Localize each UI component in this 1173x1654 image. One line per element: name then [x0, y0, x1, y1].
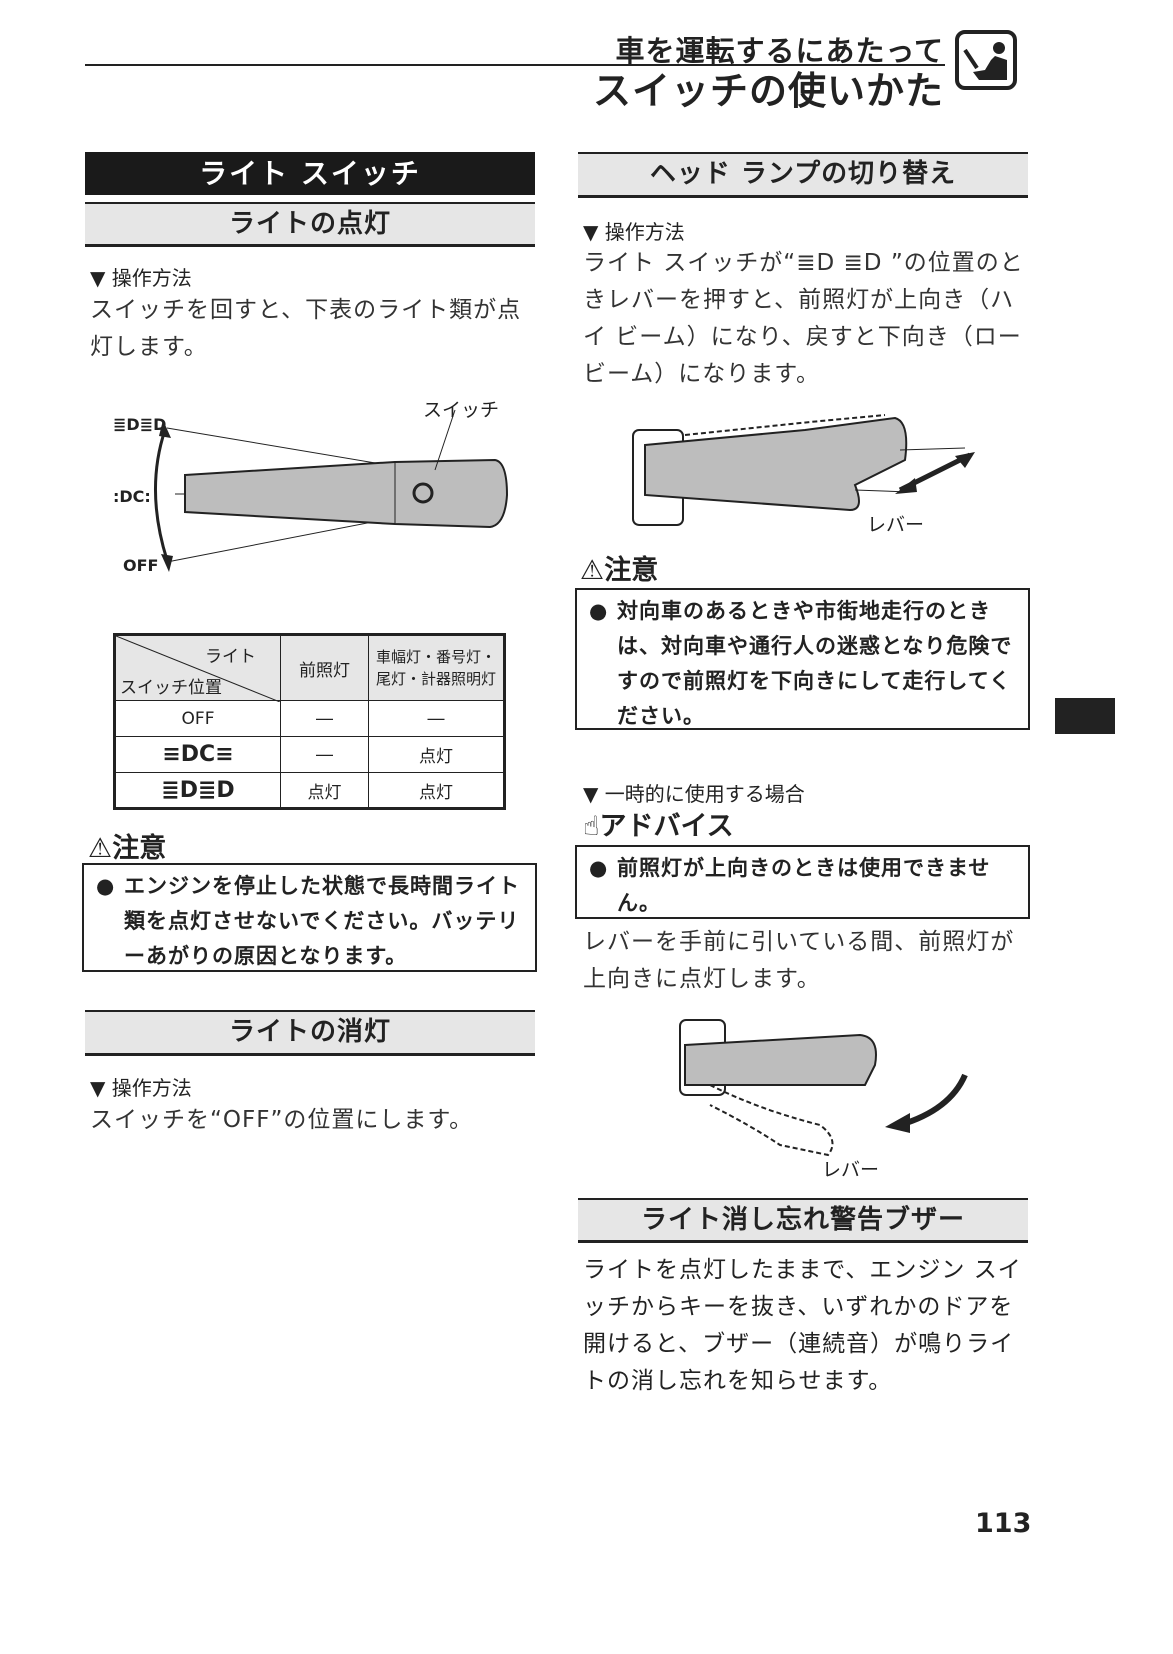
- advice-label: アドバイス: [599, 811, 734, 842]
- header-diagonal-cell: ライト スイッチ位置: [114, 634, 281, 702]
- subsection-buzzer: ライト消し忘れ警告ブザー: [578, 1198, 1028, 1243]
- light-table: ライト スイッチ位置 前照灯 車幅灯・番号灯・尾灯・計器照明灯 OFF ― ― …: [113, 633, 506, 810]
- pointing-hand-icon: ☝: [583, 811, 600, 842]
- caution-box: ● 対向車のあるときや市街地走行のときは、対向車や通行人の迷惑となり危険ですので前…: [575, 588, 1030, 730]
- bullet-icon: ●: [96, 874, 116, 898]
- temporary-text: レバーを手前に引いている間、前照灯が上向きに点灯します。: [583, 929, 1015, 992]
- caution-heading: ⚠注意: [580, 548, 658, 587]
- method-label: 操作方法: [111, 266, 192, 290]
- cell-others: ―: [368, 700, 505, 737]
- lever-pull-diagram: レバー: [670, 1015, 980, 1185]
- svg-text:≣D≣D: ≣D≣D: [113, 415, 166, 434]
- bullet-icon: ●: [589, 856, 609, 880]
- lever-callout: レバー: [822, 1159, 880, 1181]
- subsection-light-on: ライトの点灯: [85, 202, 535, 247]
- switch-callout: スイッチ: [423, 399, 500, 421]
- header-other-lamps: 車幅灯・番号灯・尾灯・計器照明灯: [368, 634, 505, 701]
- table-row: OFF ― ―: [114, 700, 505, 737]
- cell-headlamp: ―: [280, 736, 369, 773]
- cell-headlamp: 点灯: [280, 772, 369, 809]
- off-label: OFF: [123, 556, 159, 575]
- advice-box: ● 前照灯が上向きのときは使用できません。: [575, 845, 1030, 919]
- side-tab: [1055, 698, 1115, 734]
- headlamp-icon: ≣D≣D: [114, 772, 281, 809]
- small-lamp-icon: ≡DC≡: [114, 736, 281, 773]
- method-label: 操作方法: [111, 1076, 192, 1100]
- page-title: スイッチの使いかた: [592, 69, 944, 113]
- advice-text: 前照灯が上向きのときは使用できません。: [617, 856, 991, 915]
- method-heading: ▼ 操作方法: [583, 220, 685, 244]
- method-heading: ▼ 操作方法: [90, 1076, 192, 1100]
- cell-others: 点灯: [368, 772, 505, 809]
- table-row: ≣D≣D 点灯 点灯: [114, 772, 505, 809]
- advice-heading: ☝アドバイス: [583, 804, 734, 843]
- caution-box: ● エンジンを停止した状態で長時間ライト類を点灯させないでください。バッテリーあが…: [82, 863, 537, 972]
- table-row: ≡DC≡ ― 点灯: [114, 736, 505, 773]
- light-off-text: スイッチを“OFF”の位置にします。: [90, 1107, 474, 1133]
- section-light-switch: ライト スイッチ: [85, 152, 535, 195]
- driver-icon: [955, 30, 1017, 90]
- header-switch-position: スイッチ位置: [120, 678, 222, 698]
- bullet-icon: ●: [589, 599, 609, 623]
- cell-others: 点灯: [368, 736, 505, 773]
- subsection-light-off: ライトの消灯: [85, 1010, 535, 1056]
- header-headlamp: 前照灯: [280, 634, 369, 701]
- caution-text: 対向車のあるときや市街地走行のときは、対向車や通行人の迷惑となり危険ですので前照…: [617, 599, 1013, 728]
- warning-icon: ⚠: [88, 833, 113, 864]
- caution-label: 注意: [604, 555, 659, 586]
- position-off: OFF: [114, 700, 281, 737]
- svg-text::DC:: :DC:: [113, 487, 151, 506]
- method-heading: ▼ 操作方法: [90, 266, 192, 290]
- temporary-label: 一時的に使用する場合: [604, 782, 805, 806]
- light-on-text: スイッチを回すと、下表のライト類が点灯します。: [90, 297, 522, 360]
- caution-text: エンジンを停止した状態で長時間ライト類を点灯させないでください。バッテリーあがり…: [124, 874, 520, 968]
- caution-label: 注意: [112, 833, 167, 864]
- subsection-headlamp-switching: ヘッド ランプの切り替え: [578, 152, 1028, 198]
- header-light: ライト: [205, 647, 256, 667]
- chapter-title: 車を運転するにあたって: [615, 34, 944, 68]
- method-label: 操作方法: [604, 220, 685, 244]
- header-rule: [85, 64, 945, 66]
- temporary-heading: ▼ 一時的に使用する場合: [583, 782, 805, 806]
- table-header-row: ライト スイッチ位置 前照灯 車幅灯・番号灯・尾灯・計器照明灯: [114, 634, 505, 702]
- lever-callout: レバー: [867, 514, 925, 536]
- lever-push-diagram: レバー: [625, 410, 1025, 536]
- light-switch-diagram: ≣D≣D :DC: スイッチ OFF: [105, 390, 515, 585]
- buzzer-text: ライトを点灯したままで、エンジン スイッチからキーを抜き、いずれかのドアを開ける…: [583, 1257, 1022, 1394]
- switching-text: ライト スイッチが“≣D ≣D ”の位置のときレバーを押すと、前照灯が上向き（ハ…: [583, 250, 1024, 387]
- caution-heading: ⚠注意: [88, 826, 166, 865]
- warning-icon: ⚠: [580, 555, 605, 586]
- page-number: 113: [975, 1508, 1032, 1539]
- cell-headlamp: ―: [280, 700, 369, 737]
